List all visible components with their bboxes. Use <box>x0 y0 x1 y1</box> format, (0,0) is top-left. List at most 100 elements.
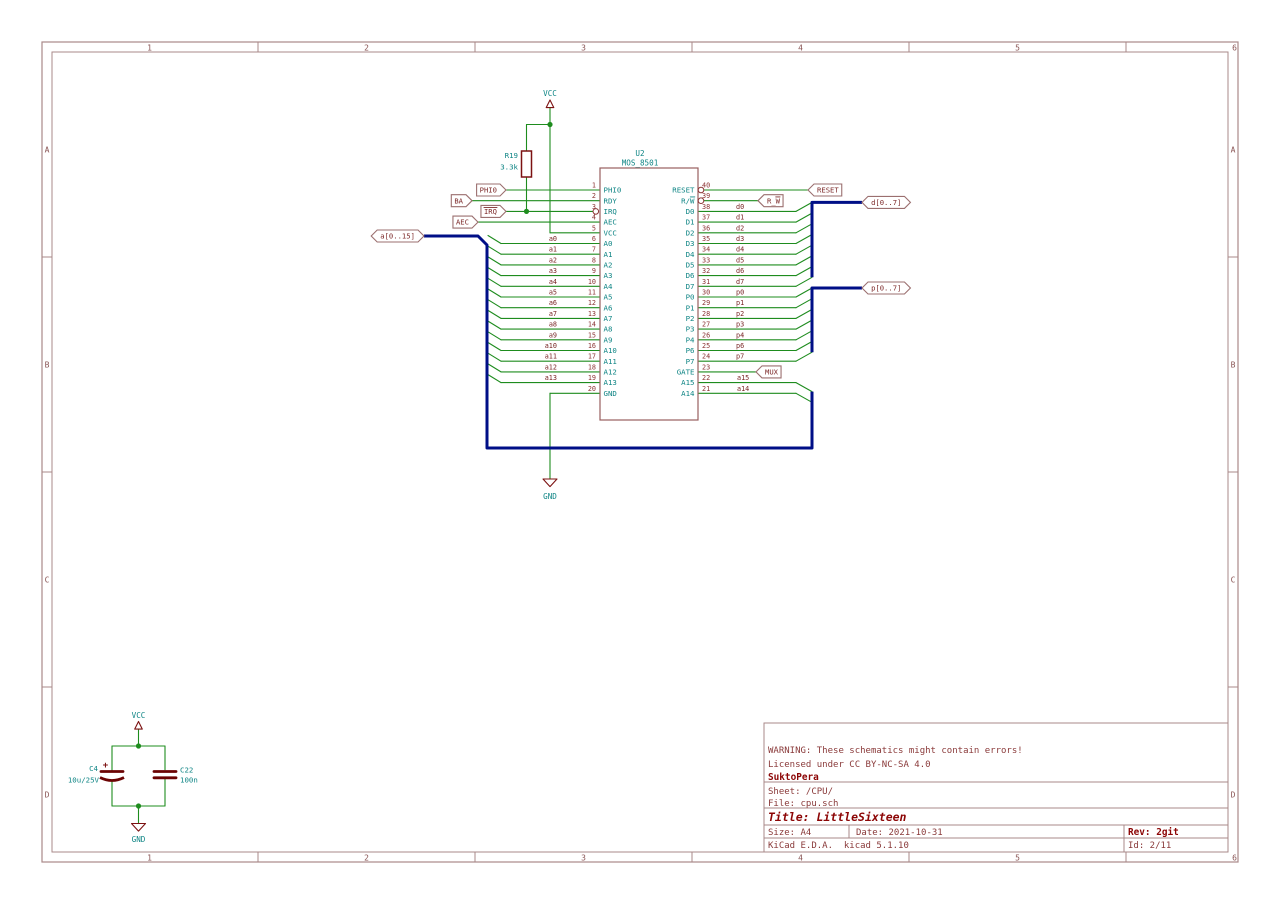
wire <box>795 212 813 223</box>
ic-ref: U2 <box>635 149 644 158</box>
glabel-rw[interactable]: R_W <box>757 194 784 208</box>
frame-col-label: 5 <box>1015 44 1020 53</box>
pin-number: 13 <box>588 310 596 318</box>
glabel-reset[interactable]: RESET <box>807 183 843 197</box>
glabel-pbus-outline <box>861 281 912 295</box>
pin-name: D4 <box>686 250 695 259</box>
resistor-r19[interactable]: R19 3.3k <box>500 150 533 178</box>
cap-value: 100n <box>180 776 198 785</box>
pin-number: 8 <box>592 256 596 264</box>
pin-number: 40 <box>702 182 710 190</box>
pin-number: 37 <box>702 214 710 222</box>
pin-name: GATE <box>677 368 695 377</box>
net-label-p1: p1 <box>736 299 744 307</box>
pin-number: 16 <box>588 342 596 350</box>
net-label-a14: a14 <box>737 385 749 393</box>
junction-dot <box>523 208 530 214</box>
pin-name: A3 <box>604 271 613 280</box>
frame-col-label: 3 <box>581 854 586 863</box>
wire <box>795 319 813 330</box>
glabel-ba-text: BA <box>454 196 463 205</box>
pin-name: A14 <box>681 389 695 398</box>
pin-name: D6 <box>686 271 695 280</box>
pin-number: 33 <box>702 256 710 264</box>
pin-number: 12 <box>588 299 596 307</box>
power-gnd-cpu[interactable]: GND <box>542 478 558 501</box>
ic-u2[interactable]: U2MOS_85011PHI02RDY3IRQ4AEC5VCC6A07A18A2… <box>588 149 710 421</box>
pin-number: 6 <box>592 235 596 243</box>
pin-name: A0 <box>604 239 613 248</box>
cap-plate-curved <box>99 776 125 782</box>
cap-value: 10u/25V <box>68 776 100 785</box>
frame-row-label: B <box>1231 361 1236 370</box>
glabel-aec[interactable]: AEC <box>452 215 479 229</box>
wire <box>487 331 502 341</box>
gnd-label: GND <box>543 492 557 501</box>
glabel-dbus[interactable]: d[0..7] <box>861 195 912 209</box>
net-label-d7: d7 <box>736 278 744 286</box>
glabel-rw-text: R_W <box>767 196 781 205</box>
glabel-ba-outline <box>450 194 473 208</box>
power-vcc-caps[interactable]: VCC <box>132 711 146 730</box>
tb-warning: WARNING: These schematics might contain … <box>768 746 1023 756</box>
buses <box>424 200 862 450</box>
junction-dot <box>135 743 142 749</box>
glabel-ba[interactable]: BA <box>450 194 473 208</box>
glabel-mux[interactable]: MUX <box>755 365 782 379</box>
resistor-ref: R19 <box>505 151 518 160</box>
pin-name: A13 <box>604 378 617 387</box>
pin-name: D2 <box>686 228 695 237</box>
glabel-irq[interactable]: IRQ <box>480 204 507 218</box>
wire <box>795 276 813 287</box>
net-label-a7: a7 <box>549 310 557 318</box>
pin-number: 38 <box>702 203 710 211</box>
pin-number: 15 <box>588 331 596 339</box>
pin-name: AEC <box>604 218 617 227</box>
pin-name: D1 <box>686 218 695 227</box>
pin-name: A15 <box>681 378 694 387</box>
pin-number: 29 <box>702 299 710 307</box>
glabel-dbus-text: d[0..7] <box>871 198 901 207</box>
pin-name: RDY <box>604 196 618 205</box>
pin-number: 20 <box>588 385 596 393</box>
tb-file: File: cpu.sch <box>768 799 838 809</box>
wire <box>795 330 813 341</box>
pin-name: GND <box>604 389 617 398</box>
net-label-a3: a3 <box>549 267 557 275</box>
gnd-triangle <box>130 822 147 832</box>
pin-name: A10 <box>604 346 617 355</box>
vcc-label: VCC <box>132 711 146 720</box>
net-label-p0: p0 <box>736 289 744 297</box>
title-block: WARNING: These schematics might contain … <box>763 722 1229 853</box>
pin-number: 7 <box>592 246 596 254</box>
net-label-a9: a9 <box>549 331 557 339</box>
tb-sheet: Sheet: /CPU/ <box>768 787 833 797</box>
glabel-pbus-text: p[0..7] <box>871 284 901 293</box>
pin-name: D7 <box>686 282 695 291</box>
pin-name: D0 <box>686 207 695 216</box>
pin-name: A6 <box>604 303 613 312</box>
pin-name: A12 <box>604 368 617 377</box>
power-gnd-caps[interactable]: GND <box>130 822 147 845</box>
glabel-abus[interactable]: a[0..15] <box>370 229 425 243</box>
pin-number: 2 <box>592 192 596 200</box>
net-label-a12: a12 <box>545 363 557 371</box>
frame-col-label: 3 <box>581 44 586 53</box>
pin-name: A9 <box>604 335 613 344</box>
pin-name: P2 <box>686 314 695 323</box>
power-vcc-top[interactable]: VCC <box>543 89 557 109</box>
pin-number: 30 <box>702 289 710 297</box>
pin-number: 39 <box>702 192 710 200</box>
frame-row-label: D <box>1231 791 1236 800</box>
resistor-value: 3.3k <box>500 163 518 172</box>
pin-name: A7 <box>604 314 613 323</box>
capacitor-c4[interactable]: C4+10u/25V <box>68 761 125 785</box>
pin-number: 23 <box>702 363 710 371</box>
pin-number: 19 <box>588 374 596 382</box>
wire <box>487 374 502 384</box>
glabel-pbus[interactable]: p[0..7] <box>861 281 912 295</box>
glabel-phi0[interactable]: PHI0 <box>476 183 507 197</box>
net-label-a11: a11 <box>545 353 557 361</box>
